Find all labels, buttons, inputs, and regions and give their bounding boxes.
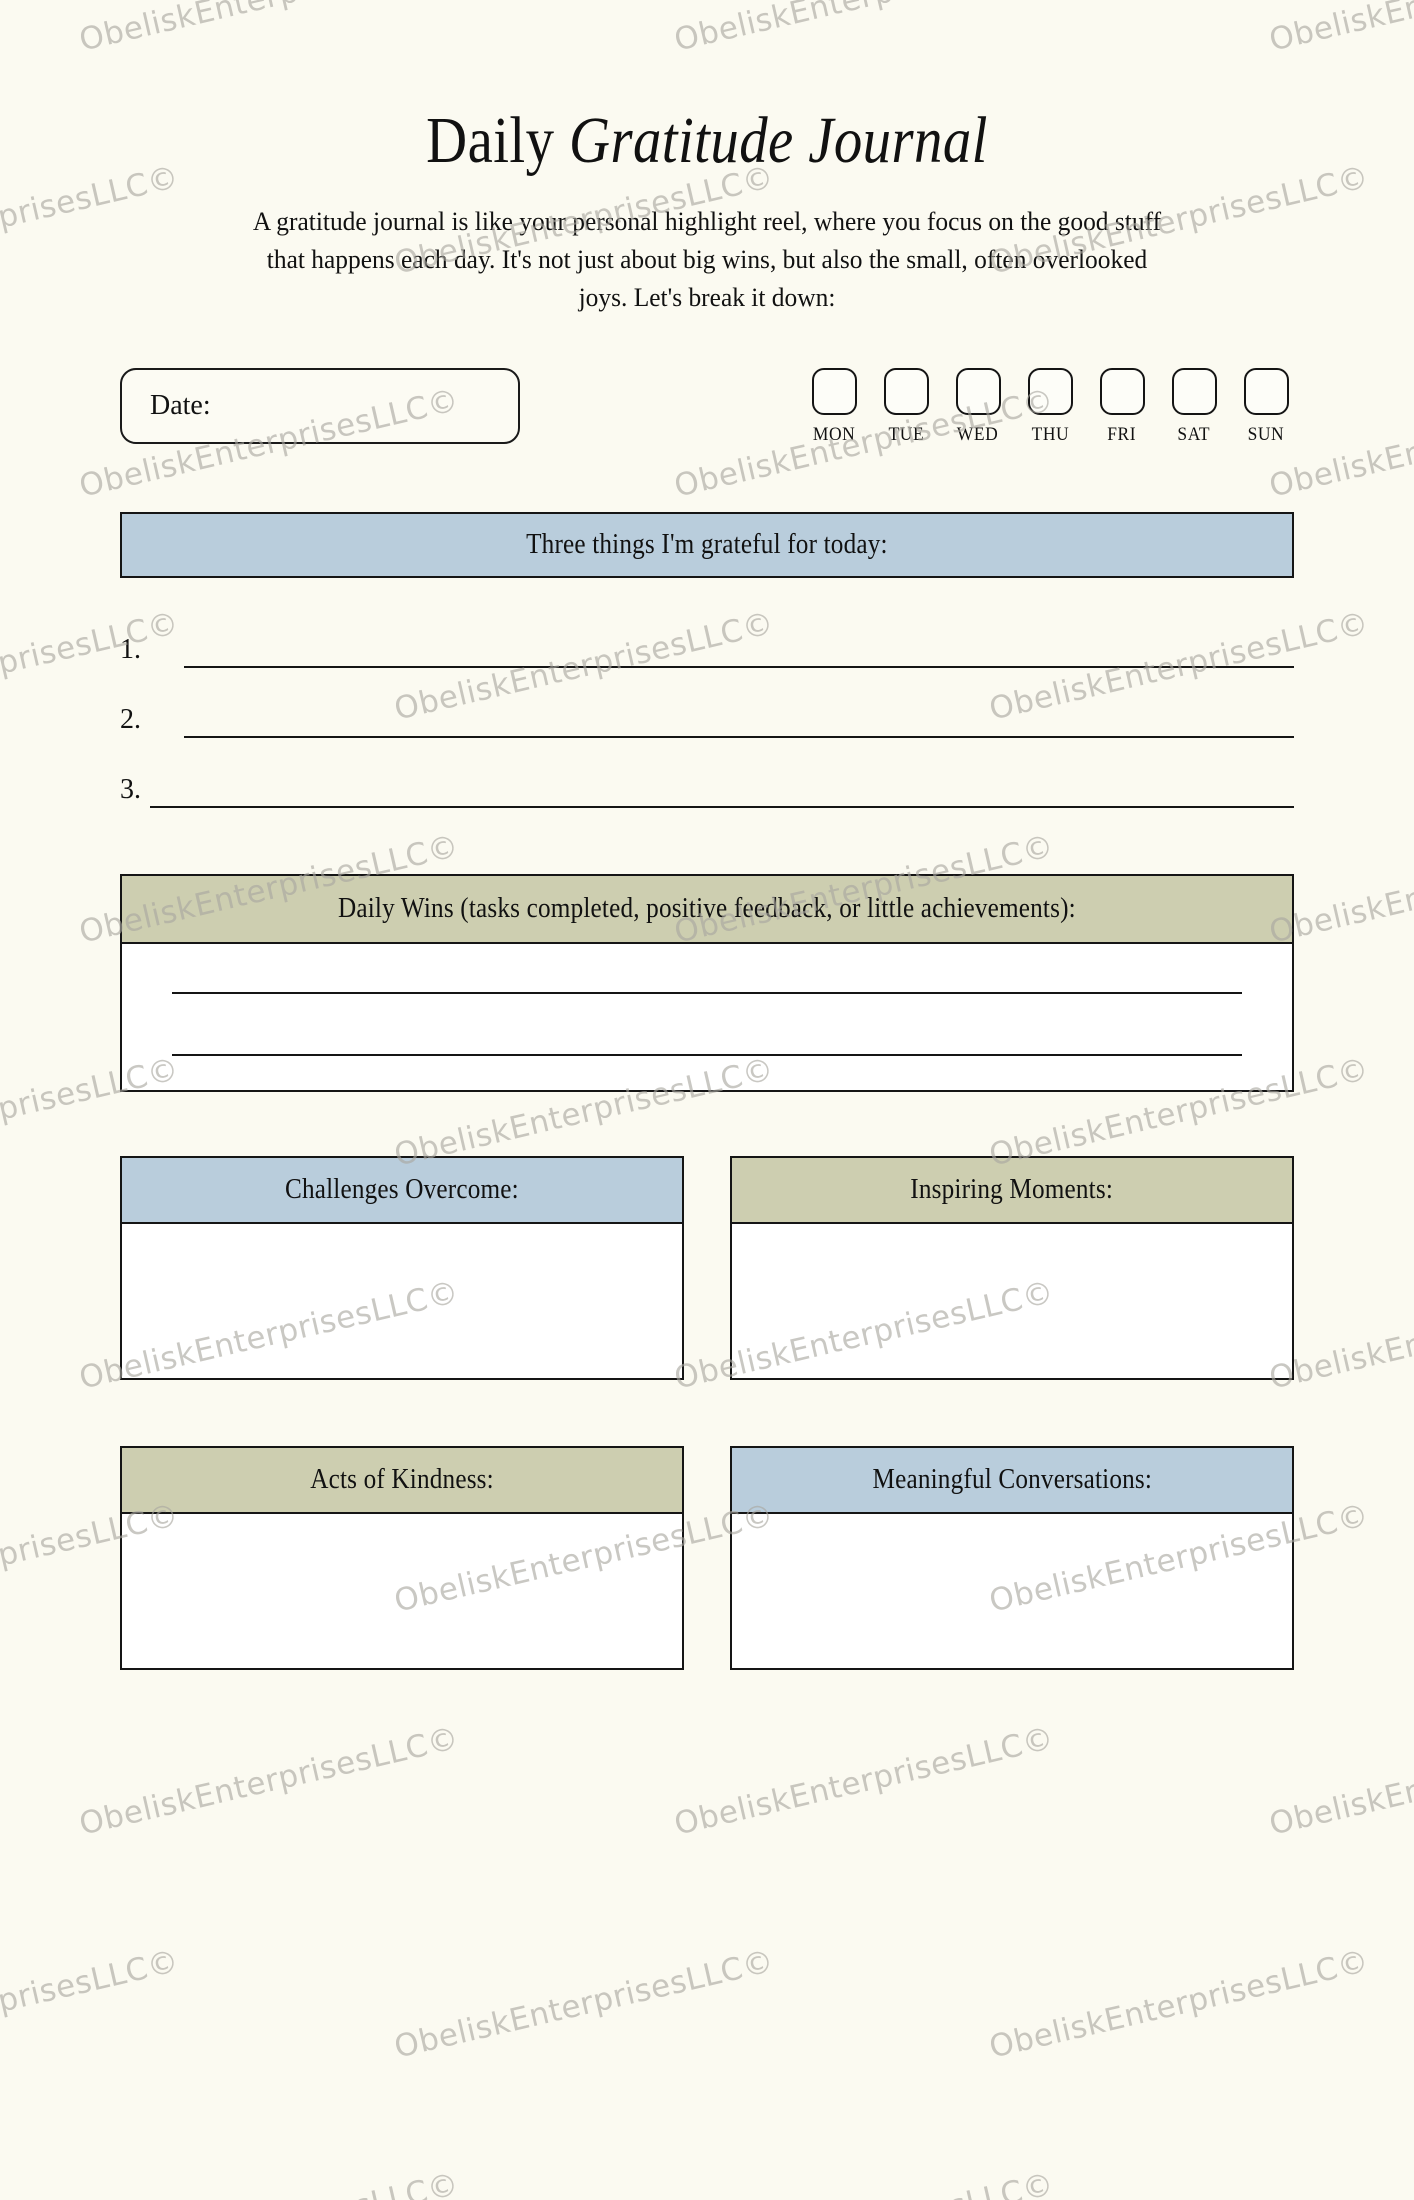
weekday-label-thu: THU [1031, 424, 1069, 446]
gratitude-writing-line-3[interactable] [150, 806, 1294, 809]
gratitude-number-2: 2. [120, 704, 141, 736]
challenges-overcome-heading: Challenges Overcome: [285, 1174, 519, 1206]
challenges-overcome-heading-bar: Challenges Overcome: [120, 1156, 684, 1225]
quadrant-row-bottom: Acts of Kindness: Meaningful Conversatio… [120, 1446, 1294, 1671]
page-title-regular: Daily [426, 104, 570, 177]
weekday-tue[interactable]: TUE [882, 368, 930, 446]
daily-wins-writing-line-1[interactable] [172, 992, 1242, 995]
weekday-mon[interactable]: MON [810, 368, 858, 446]
gratitude-writing-line-2[interactable] [184, 736, 1294, 739]
acts-of-kindness-section: Acts of Kindness: [120, 1446, 684, 1671]
inspiring-moments-heading: Inspiring Moments: [910, 1174, 1114, 1206]
gratitude-item-2[interactable]: 2. [120, 682, 1294, 739]
meaningful-conversations-section: Meaningful Conversations: [730, 1446, 1294, 1671]
gratitude-item-3[interactable]: 3. [120, 752, 1294, 809]
inspiring-moments-input-area[interactable] [730, 1224, 1294, 1381]
page-title-italic: Gratitude Journal [569, 104, 988, 177]
daily-wins-heading-bar: Daily Wins (tasks completed, positive fe… [120, 874, 1294, 945]
gratitude-item-1[interactable]: 1. [120, 612, 1294, 669]
weekday-label-sat: SAT [1177, 424, 1211, 446]
inspiring-moments-heading-bar: Inspiring Moments: [730, 1156, 1294, 1225]
page-title: Daily Gratitude Journal [202, 108, 1212, 174]
watermark-text: ObeliskEnterprisesLLC© [76, 2166, 462, 2200]
weekday-label-tue: TUE [888, 424, 924, 446]
acts-of-kindness-heading: Acts of Kindness: [310, 1464, 494, 1496]
weekday-label-fri: FRI [1107, 424, 1137, 446]
checkbox-mon[interactable] [811, 368, 857, 416]
checkbox-fri[interactable] [1099, 368, 1145, 416]
header-block: Daily Gratitude Journal A gratitude jour… [120, 0, 1294, 316]
challenges-overcome-input-area[interactable] [120, 1224, 684, 1381]
checkbox-sat[interactable] [1171, 368, 1217, 416]
meta-row: Date: MON TUE WED THU FRI [120, 368, 1294, 468]
challenges-overcome-section: Challenges Overcome: [120, 1156, 684, 1381]
journal-page: Daily Gratitude Journal A gratitude jour… [120, 0, 1294, 1671]
checkbox-tue[interactable] [883, 368, 929, 416]
date-label: Date: [150, 390, 211, 422]
weekday-label-mon: MON [812, 424, 856, 446]
daily-wins-writing-line-2[interactable] [172, 1054, 1242, 1057]
checkbox-thu[interactable] [1027, 368, 1073, 416]
meaningful-conversations-heading-bar: Meaningful Conversations: [730, 1446, 1294, 1515]
weekday-sun[interactable]: SUN [1242, 368, 1290, 446]
inspiring-moments-section: Inspiring Moments: [730, 1156, 1294, 1381]
gratitude-heading: Three things I'm grateful for today: [526, 529, 888, 561]
date-input[interactable]: Date: [120, 368, 520, 445]
acts-of-kindness-input-area[interactable] [120, 1514, 684, 1671]
gratitude-list: 1. 2. 3. [120, 612, 1294, 809]
weekday-label-wed: WED [957, 424, 999, 446]
daily-wins-input-area[interactable] [120, 944, 1294, 1093]
weekday-wed[interactable]: WED [954, 368, 1002, 446]
meaningful-conversations-heading: Meaningful Conversations: [872, 1464, 1152, 1496]
gratitude-number-3: 3. [120, 774, 141, 806]
watermark-text: ObeliskEnterprisesLLC© [1266, 2166, 1414, 2200]
daily-wins-heading: Daily Wins (tasks completed, positive fe… [338, 893, 1076, 925]
gratitude-number-1: 1. [120, 634, 141, 666]
intro-paragraph: A gratitude journal is like your persona… [252, 206, 1162, 313]
meaningful-conversations-input-area[interactable] [730, 1514, 1294, 1671]
gratitude-writing-line-1[interactable] [184, 666, 1294, 669]
checkbox-sun[interactable] [1243, 368, 1289, 416]
weekday-label-sun: SUN [1247, 424, 1285, 446]
quadrant-row-top: Challenges Overcome: Inspiring Moments: [120, 1156, 1294, 1381]
weekday-thu[interactable]: THU [1026, 368, 1074, 446]
watermark-text: ObeliskEnterprisesLLC© [671, 2166, 1057, 2200]
weekday-sat[interactable]: SAT [1170, 368, 1218, 446]
checkbox-wed[interactable] [955, 368, 1001, 416]
weekday-selector: MON TUE WED THU FRI SAT [810, 368, 1294, 446]
weekday-fri[interactable]: FRI [1098, 368, 1146, 446]
acts-of-kindness-heading-bar: Acts of Kindness: [120, 1446, 684, 1515]
gratitude-heading-bar: Three things I'm grateful for today: [120, 512, 1294, 579]
daily-wins-section: Daily Wins (tasks completed, positive fe… [120, 874, 1294, 1093]
